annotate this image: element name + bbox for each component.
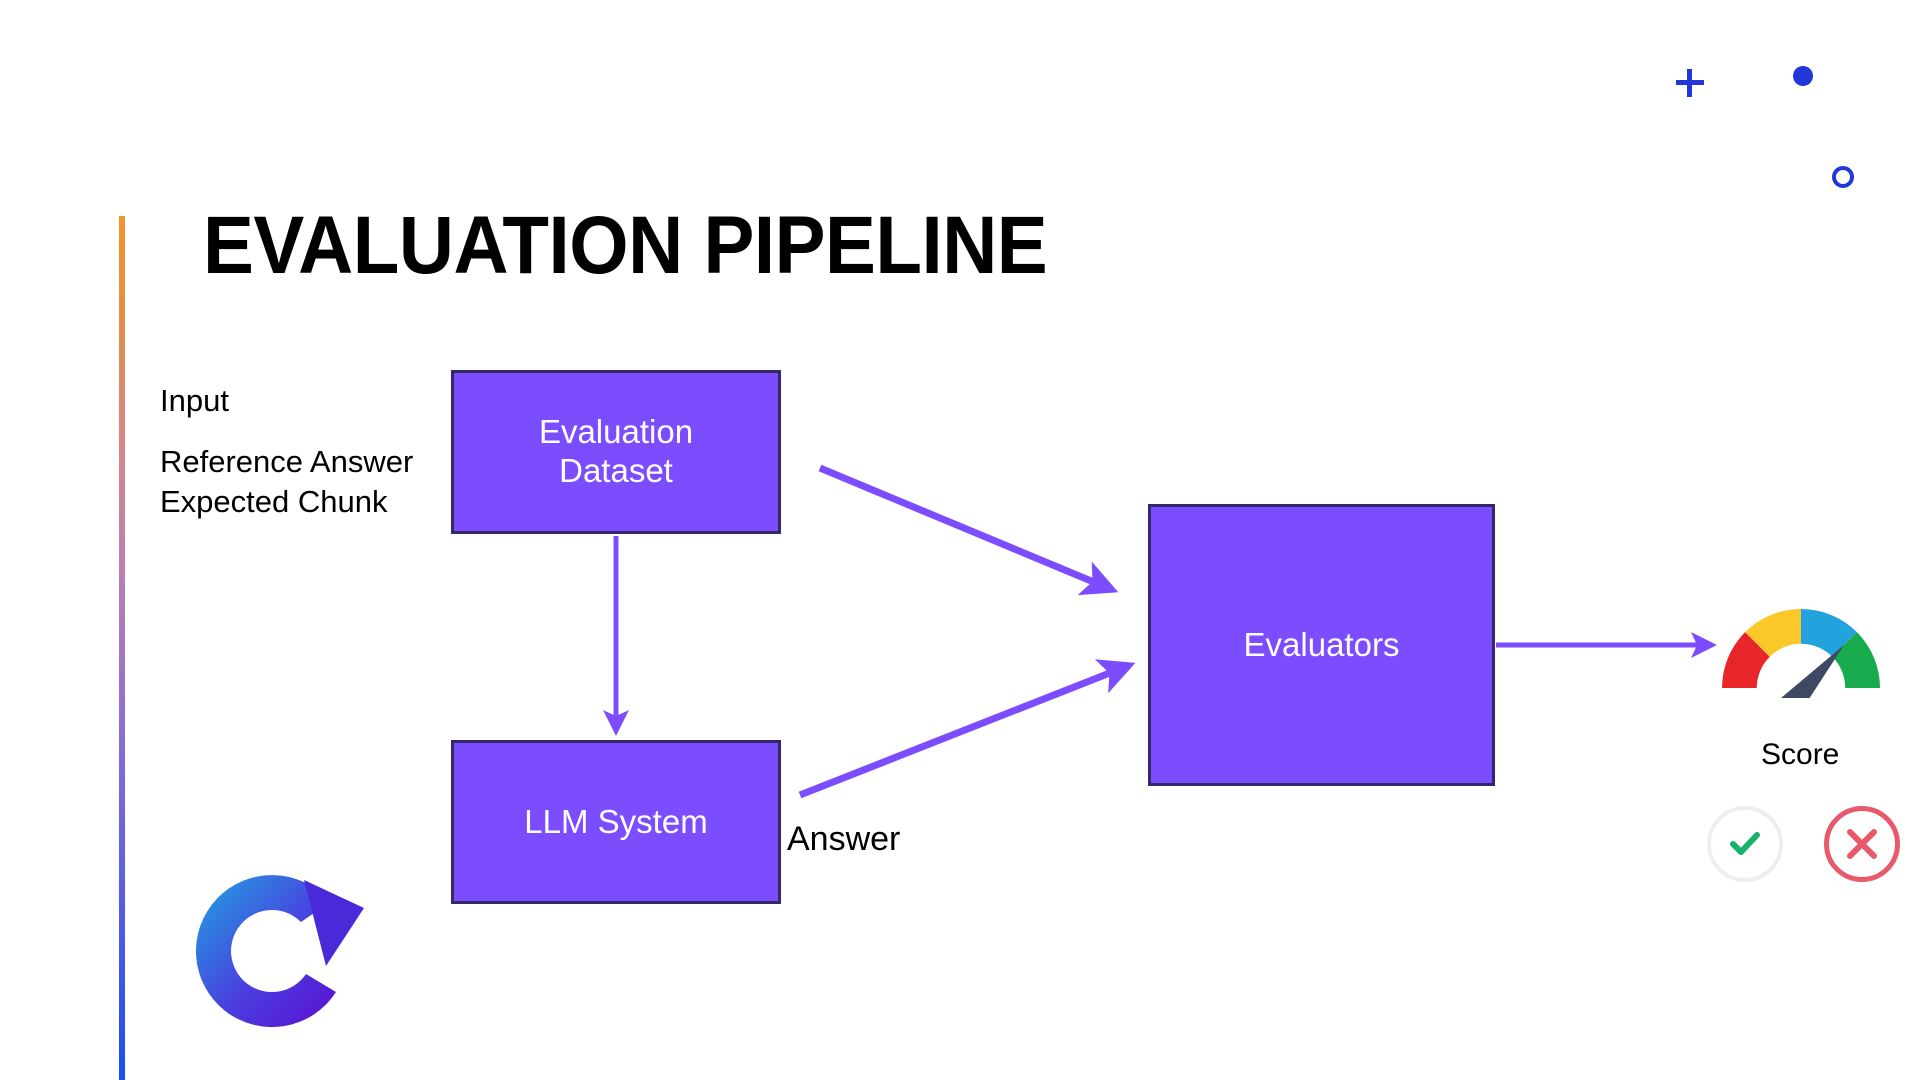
status-pass-badge[interactable]: [1707, 806, 1783, 882]
input-item-expected-chunk: Expected Chunk: [160, 483, 388, 519]
score-label: Score: [1761, 738, 1840, 771]
node-llm-system-label: LLM System: [524, 802, 708, 840]
plus-mark-icon: [1676, 69, 1704, 97]
close-icon: [1847, 829, 1877, 859]
dot-mark-icon: [1793, 66, 1813, 86]
node-llm-system[interactable]: LLM System: [451, 740, 781, 904]
node-evaluators[interactable]: Evaluators: [1148, 504, 1495, 786]
input-heading: Input: [160, 383, 229, 418]
check-icon: [1730, 832, 1760, 855]
page-title: EVALUATION PIPELINE: [203, 200, 1048, 291]
edge-llm-to-evaluators: [798, 659, 1136, 799]
node-evaluation-dataset-label-line2: Dataset: [559, 452, 673, 489]
edge-dataset-to-evaluators: [818, 464, 1119, 596]
circle-mark-icon: [1832, 166, 1854, 188]
score-gauge-icon: [1722, 609, 1880, 698]
left-accent-bar: [119, 216, 125, 1080]
input-items: Reference Answer Expected Chunk: [160, 442, 413, 521]
node-evaluators-label: Evaluators: [1243, 625, 1400, 663]
refresh-cycle-icon: [195, 875, 364, 1028]
edge-label-answer: Answer: [787, 820, 901, 858]
status-fail-badge[interactable]: [1824, 806, 1900, 882]
node-evaluation-dataset[interactable]: Evaluation Dataset: [451, 370, 781, 534]
node-evaluation-dataset-label-line1: Evaluation: [538, 413, 694, 451]
input-item-reference-answer: Reference Answer: [160, 444, 414, 479]
